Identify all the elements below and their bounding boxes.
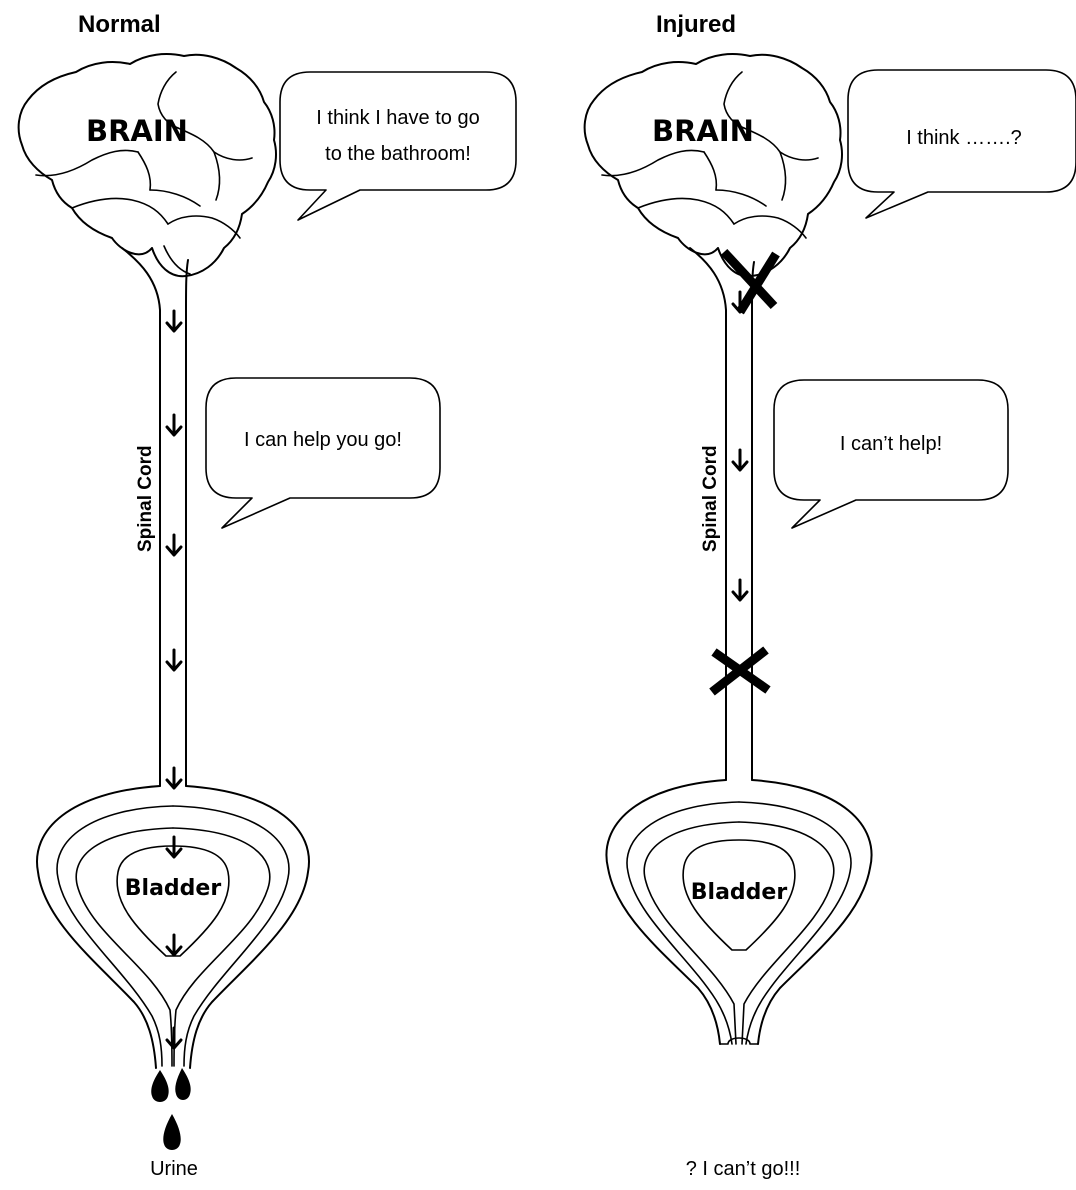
down-arrow-icon bbox=[165, 533, 183, 557]
injured-cord-bubble-text: I can’t help! bbox=[840, 433, 942, 455]
down-arrow-icon bbox=[165, 835, 183, 859]
normal-brain: BRAIN bbox=[17, 53, 277, 278]
normal-signal-arrows bbox=[165, 309, 183, 1050]
injured-heading: Injured bbox=[656, 11, 736, 38]
injured-spinal-cord: Spinal Cord bbox=[689, 247, 755, 781]
normal-brain-label: BRAIN bbox=[86, 114, 188, 148]
normal-cord-label: Spinal Cord bbox=[135, 445, 156, 552]
normal-bladder: Bladder bbox=[36, 785, 310, 1069]
injured-panel: Injured BRAIN Spinal Cord bbox=[583, 11, 1076, 1180]
normal-brain-bubble-line-1: I think I have to go bbox=[316, 107, 479, 129]
injured-bladder: Bladder bbox=[605, 779, 873, 1045]
x-block-icon bbox=[720, 248, 780, 315]
x-block-icon bbox=[709, 646, 771, 696]
normal-panel: Normal BRAIN Spinal Cord bbox=[17, 11, 517, 1180]
normal-heading: Normal bbox=[78, 11, 161, 38]
normal-caption: Urine bbox=[150, 1158, 198, 1180]
normal-cord-bubble-text: I can help you go! bbox=[244, 429, 402, 451]
normal-cord-bubble: I can help you go! bbox=[205, 377, 441, 529]
normal-bladder-label: Bladder bbox=[125, 876, 222, 901]
injured-brain-bubble: I think …….? bbox=[847, 69, 1076, 219]
injured-brain-bubble-text: I think …….? bbox=[906, 127, 1022, 149]
urine-drops bbox=[151, 1068, 191, 1150]
down-arrow-icon bbox=[731, 448, 749, 472]
injured-cord-label: Spinal Cord bbox=[700, 445, 721, 552]
down-arrow-icon bbox=[165, 413, 183, 437]
injured-cord-bubble: I can’t help! bbox=[773, 379, 1009, 529]
down-arrow-icon bbox=[165, 648, 183, 672]
normal-spinal-cord: Spinal Cord bbox=[121, 247, 189, 787]
down-arrow-icon bbox=[165, 1026, 183, 1050]
urine-drop-icon bbox=[163, 1114, 181, 1150]
down-arrow-icon bbox=[165, 766, 183, 790]
urine-drop-icon bbox=[151, 1070, 169, 1102]
normal-brain-bubble-line-2: to the bathroom! bbox=[325, 143, 471, 165]
injured-signal-arrows bbox=[731, 290, 749, 602]
down-arrow-icon bbox=[165, 309, 183, 333]
down-arrow-icon bbox=[731, 578, 749, 602]
normal-brain-bubble: I think I have to go to the bathroom! bbox=[279, 71, 517, 221]
injured-caption: ? I can’t go!!! bbox=[686, 1158, 801, 1180]
injured-bladder-label: Bladder bbox=[691, 880, 788, 905]
injured-brain: BRAIN bbox=[583, 53, 843, 278]
down-arrow-icon bbox=[165, 933, 183, 957]
urine-drop-icon bbox=[175, 1068, 191, 1100]
injured-brain-label: BRAIN bbox=[652, 114, 754, 148]
